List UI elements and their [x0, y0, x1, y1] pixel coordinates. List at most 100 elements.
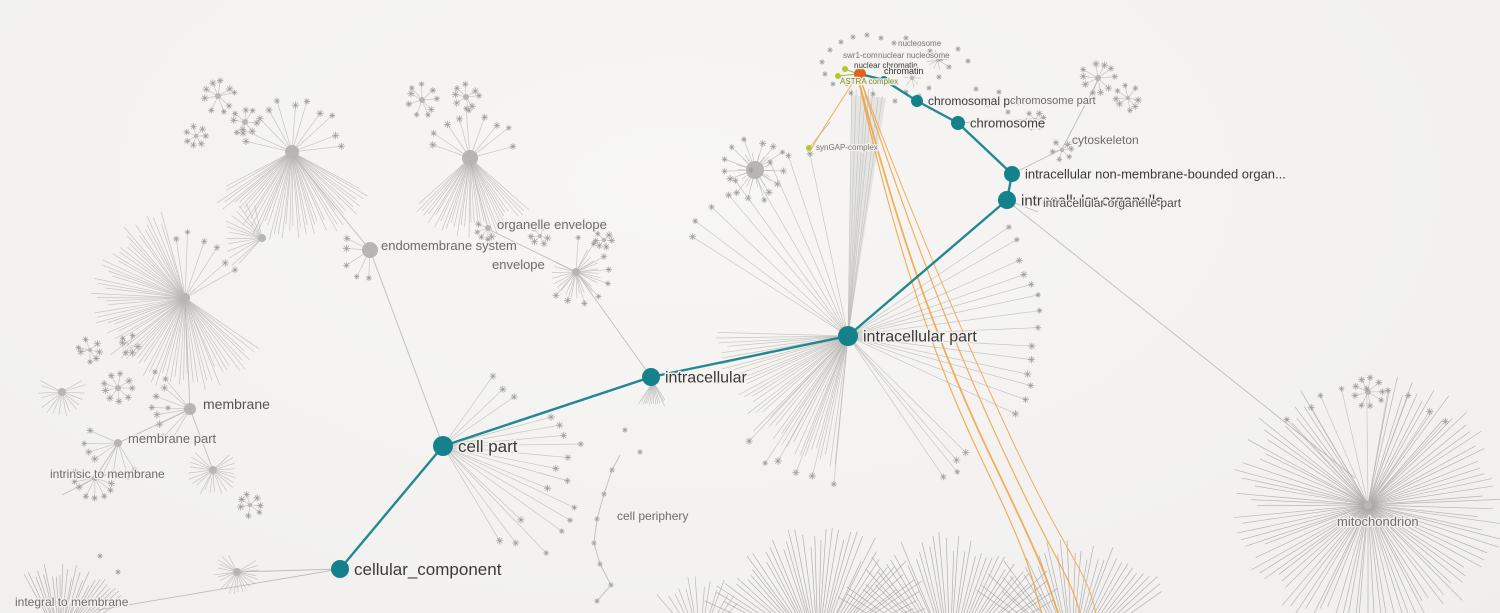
cluster-hub-node[interactable]: [1095, 75, 1101, 81]
node-label-chromosome[interactable]: chromosome: [969, 114, 1047, 132]
node-nuclear-chromatin[interactable]: [854, 68, 866, 80]
cluster-edge: [1006, 579, 1048, 613]
term-label[interactable]: endomembrane system: [380, 237, 518, 255]
cluster-hub-node[interactable]: [1126, 96, 1130, 100]
term-label-small[interactable]: nuclear nucleosome: [877, 50, 952, 62]
term-label-small[interactable]: chromatin: [883, 65, 925, 78]
cluster-edge: [1369, 508, 1416, 613]
term-label[interactable]: mitochondrion: [1336, 513, 1420, 531]
complex-node[interactable]: [844, 80, 850, 86]
cluster-edge: [865, 568, 907, 613]
cluster-edge: [678, 588, 689, 613]
node-label-cell-part[interactable]: cell part: [457, 435, 520, 457]
node-chromosomal-part[interactable]: [911, 95, 923, 107]
cluster-hub-node[interactable]: [1033, 118, 1037, 122]
cluster-hub-node[interactable]: [419, 97, 425, 103]
leaf-node-dot: [1444, 420, 1447, 423]
leaf-node-dot: [542, 242, 545, 245]
node-intracellular-part[interactable]: [838, 326, 858, 346]
node-label-cellular-component[interactable]: cellular_component: [353, 558, 504, 580]
term-label[interactable]: organelle envelope: [496, 216, 608, 234]
leaf-node-dot: [573, 506, 576, 509]
term-label[interactable]: chromosome part: [1009, 94, 1097, 109]
cluster-hub-node[interactable]: [194, 134, 198, 138]
cluster-edge: [228, 238, 259, 244]
cluster-edge: [756, 169, 784, 172]
cluster-edge: [727, 336, 847, 384]
cluster-edge: [1371, 430, 1482, 504]
cluster-edge: [1371, 505, 1499, 548]
node-label-intracellular-organelle[interactable]: intracellular organelle: [1020, 191, 1166, 211]
term-label-small[interactable]: synGAP-complex: [815, 142, 879, 154]
term-label[interactable]: envelope: [491, 256, 546, 274]
leaf-node-dot: [163, 386, 166, 389]
complex-node[interactable]: [806, 145, 812, 151]
node-chromosome[interactable]: [951, 116, 965, 130]
cluster-edge: [292, 158, 301, 228]
cluster-edge: [966, 557, 987, 613]
node-label-intracellular-part[interactable]: intracellular part: [862, 327, 979, 347]
cluster-hub-node[interactable]: [215, 93, 221, 99]
cluster-edge: [576, 275, 580, 294]
cluster-edge: [865, 583, 899, 613]
cluster-edge: [123, 226, 183, 295]
cluster-hub-node[interactable]: [910, 76, 914, 80]
term-label[interactable]: intrinsic to membrane: [49, 466, 167, 483]
complex-node[interactable]: [835, 73, 841, 79]
term-label-small[interactable]: ASTRA complex: [839, 76, 900, 88]
node-intracellular[interactable]: [642, 368, 660, 386]
cluster-edge: [236, 575, 239, 593]
cluster-edge: [216, 457, 234, 469]
cluster-hub-node[interactable]: [462, 150, 478, 166]
cluster-edge: [188, 301, 245, 351]
cluster-edge: [1097, 563, 1129, 613]
term-label-small[interactable]: nuclear chromatin: [853, 60, 919, 72]
cluster-hub-node[interactable]: [242, 119, 248, 125]
cluster-hub-node[interactable]: [58, 388, 66, 396]
cluster-hub-node[interactable]: [88, 348, 92, 352]
cluster-hub-node[interactable]: [115, 385, 121, 391]
term-label[interactable]: integral to membrane: [14, 594, 130, 611]
node-chromatin[interactable]: [880, 76, 888, 84]
cluster-edge: [291, 105, 296, 151]
term-label-small[interactable]: nucleosome: [897, 38, 943, 50]
node-label-chromosomal-part[interactable]: chromosomal part: [927, 93, 1027, 110]
cluster-edge: [1342, 508, 1368, 613]
term-label-small[interactable]: swr1-complex: [842, 50, 894, 62]
cluster-hub-node[interactable]: [602, 238, 606, 242]
node-label-intracellular-non-membrane-bounded-organelle[interactable]: intracellular non-membrane-bounded organ…: [1024, 165, 1288, 183]
term-label[interactable]: intracellular organelle part: [1042, 195, 1183, 212]
cluster-edge: [1305, 508, 1367, 610]
leaf-node-dot: [89, 429, 92, 432]
cluster-edge: [58, 395, 62, 416]
leaf-node-dot: [83, 442, 86, 445]
cluster-edge: [225, 220, 259, 237]
node-intracellular-organelle[interactable]: [998, 191, 1016, 209]
leaf-node-dot: [533, 240, 536, 243]
cluster-edge: [91, 293, 181, 299]
term-label[interactable]: membrane part: [127, 430, 218, 448]
cluster-edge: [1371, 507, 1466, 577]
node-label-intracellular[interactable]: intracellular: [664, 368, 749, 388]
cluster-edge: [578, 256, 592, 270]
cluster-edge: [292, 113, 321, 151]
leaf-node-dot: [1038, 112, 1041, 115]
cluster-edge: [1348, 508, 1368, 613]
cluster-hub-node[interactable]: [258, 234, 266, 242]
term-label[interactable]: membrane: [202, 395, 272, 414]
cluster-hub-node[interactable]: [463, 94, 469, 100]
term-label[interactable]: cytoskeleton: [1071, 132, 1140, 149]
node-cell-part[interactable]: [433, 436, 453, 456]
cluster-edge: [69, 580, 83, 613]
cluster-edge: [905, 79, 912, 86]
cluster-hub-node[interactable]: [248, 503, 252, 507]
graph-edge: [291, 153, 371, 251]
complex-node[interactable]: [842, 66, 848, 72]
leaf-node-dot: [73, 480, 76, 483]
cluster-edge: [443, 446, 517, 544]
node-cellular-component[interactable]: [331, 560, 349, 578]
term-label[interactable]: cell periphery: [616, 508, 690, 525]
cluster-hub-node[interactable]: [538, 234, 542, 238]
node-intracellular-non-membrane-bounded-organelle[interactable]: [1004, 166, 1020, 182]
cluster-edge: [1236, 493, 1365, 505]
